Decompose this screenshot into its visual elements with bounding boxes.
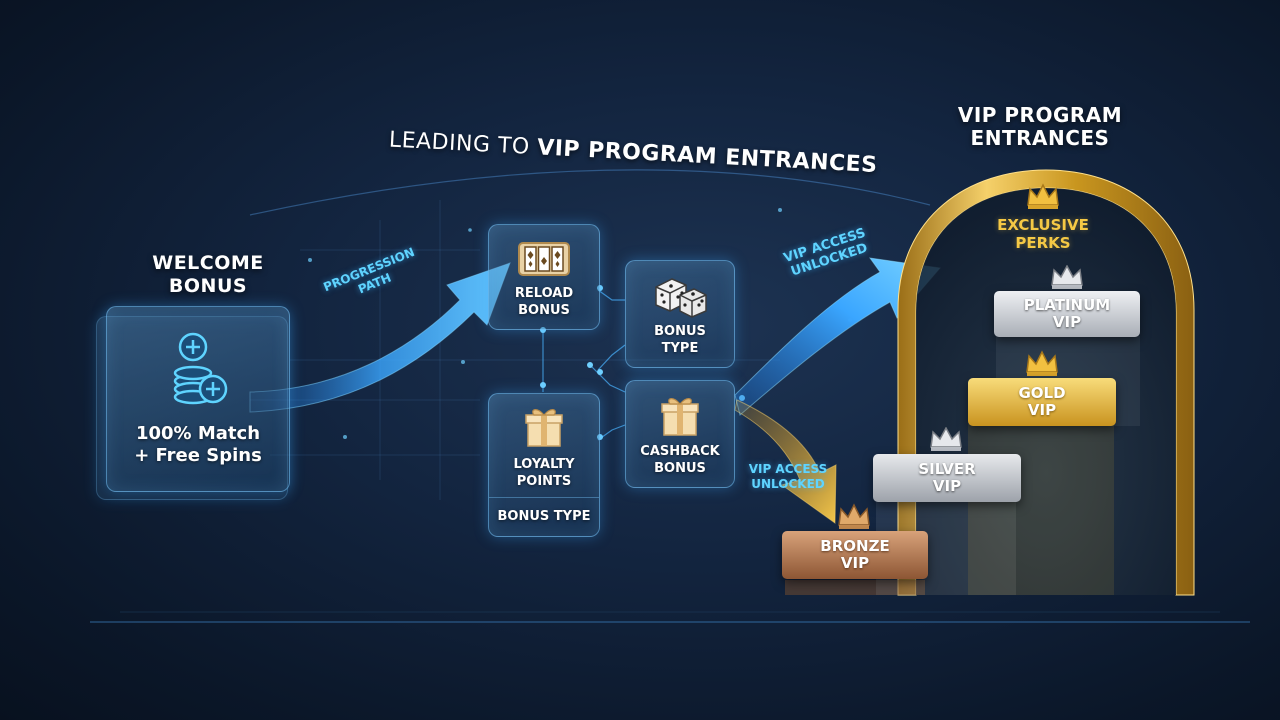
plus-coins-icon (173, 332, 228, 405)
vip-access-lower-line1: VIP ACCESS (748, 462, 828, 476)
gold-arrow (734, 399, 837, 524)
reload-line2: BONUS (518, 303, 570, 318)
welcome-desc-line1: 100% Match (135, 423, 261, 444)
crown-icon (930, 427, 962, 451)
bonus-type-line2: TYPE (661, 341, 699, 356)
exclusive-line1: EXCLUSIVE (997, 216, 1089, 234)
loyalty-line1: LOYALTY (513, 457, 575, 472)
cashback-line1: CASHBACK (640, 444, 720, 459)
reload-bonus-card[interactable]: RELOAD BONUS (488, 224, 600, 330)
platinum-line1: PLATINUM (1023, 296, 1111, 314)
loyalty-points-card[interactable]: LOYALTY POINTS BONUS TYPE (488, 393, 600, 537)
welcome-title-line1: WELCOME (152, 252, 264, 274)
cashback-line2: BONUS (654, 461, 706, 476)
vip-access-lower-label: VIP ACCESS UNLOCKED (738, 462, 838, 492)
slot-reels-icon (518, 242, 570, 276)
vip-access-lower-line2: UNLOCKED (751, 477, 825, 491)
progression-arrow (249, 262, 511, 413)
vip-title-line2: ENTRANCES (970, 126, 1110, 150)
gold-line1: GOLD (1018, 384, 1066, 402)
reload-line1: RELOAD (514, 286, 574, 301)
welcome-desc-line2: + Free Spins (134, 445, 262, 466)
cashback-bonus-card[interactable]: CASHBACK BONUS (625, 380, 735, 488)
bronze-line2: VIP (840, 554, 870, 572)
crown-icon (1027, 183, 1059, 209)
loyalty-footer: BONUS TYPE (497, 509, 591, 524)
platinum-line2: VIP (1052, 313, 1082, 331)
loyalty-line2: POINTS (516, 474, 572, 489)
welcome-title: WELCOME BONUS (108, 252, 308, 298)
dice-icon (655, 278, 707, 318)
gift-icon (525, 409, 563, 447)
gift-icon (661, 398, 699, 436)
bronze-line1: BRONZE (820, 537, 890, 555)
vip-program-title: VIP PROGRAM ENTRANCES (930, 104, 1150, 150)
exclusive-perks: EXCLUSIVE PERKS (983, 216, 1103, 252)
crown-icon (838, 503, 870, 529)
silver-line1: SILVER (918, 460, 976, 478)
exclusive-line2: PERKS (1015, 234, 1071, 252)
crown-icon (1026, 350, 1058, 376)
welcome-bonus-card[interactable]: 100% Match + Free Spins (106, 306, 290, 492)
bonus-type-card[interactable]: BONUS TYPE (625, 260, 735, 368)
gold-line2: VIP (1027, 401, 1057, 419)
welcome-title-line2: BONUS (168, 275, 248, 297)
loyalty-divider (489, 497, 599, 498)
crown-icon (1051, 265, 1083, 289)
silver-line2: VIP (932, 477, 962, 495)
vip-title-line1: VIP PROGRAM (957, 103, 1123, 127)
bonus-type-line1: BONUS (654, 324, 706, 339)
